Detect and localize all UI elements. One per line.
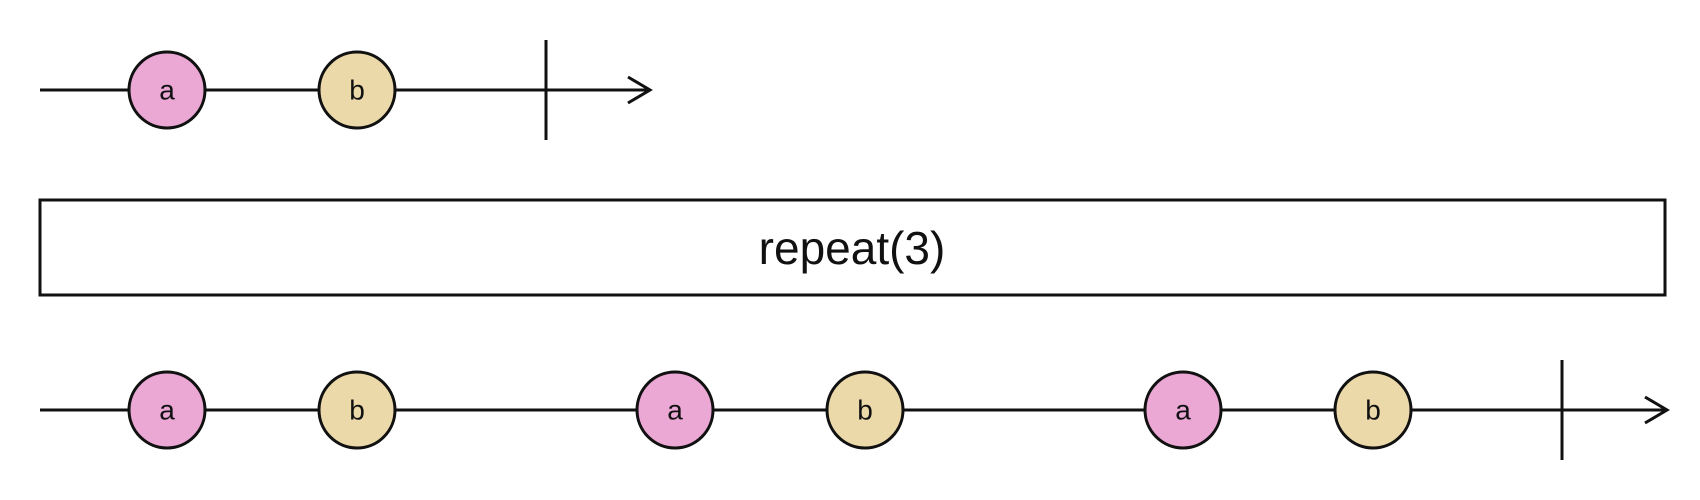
marble-circle <box>127 50 207 130</box>
output-marble-b: b <box>1333 370 1413 450</box>
input-arrow-head <box>627 75 653 105</box>
output-marble-b: b <box>825 370 905 450</box>
marble-label: b <box>1365 395 1381 426</box>
marble-label: a <box>159 395 175 426</box>
input-marble-b: b <box>317 50 397 130</box>
marble-circle <box>635 370 715 450</box>
marble-circle <box>317 370 397 450</box>
marble-circle <box>1333 370 1413 450</box>
marble-label: a <box>159 75 175 106</box>
marble-circle <box>127 370 207 450</box>
marble-label: b <box>349 75 365 106</box>
marble-circle <box>825 370 905 450</box>
marble-label: a <box>667 395 683 426</box>
operator-label: repeat(3) <box>759 222 946 274</box>
operator: repeat(3) <box>38 198 1667 297</box>
marble-circle <box>317 50 397 130</box>
output-marble-a: a <box>127 370 207 450</box>
marble-label: a <box>1175 395 1191 426</box>
input-marble-a: a <box>127 50 207 130</box>
marble-label: b <box>349 395 365 426</box>
output-arrow-head <box>1644 395 1670 425</box>
marble-circle <box>1143 370 1223 450</box>
marble-label: b <box>857 395 873 426</box>
operator-box <box>38 198 1667 297</box>
output-marble-a: a <box>635 370 715 450</box>
output-marble-a: a <box>1143 370 1223 450</box>
output-marble-b: b <box>317 370 397 450</box>
